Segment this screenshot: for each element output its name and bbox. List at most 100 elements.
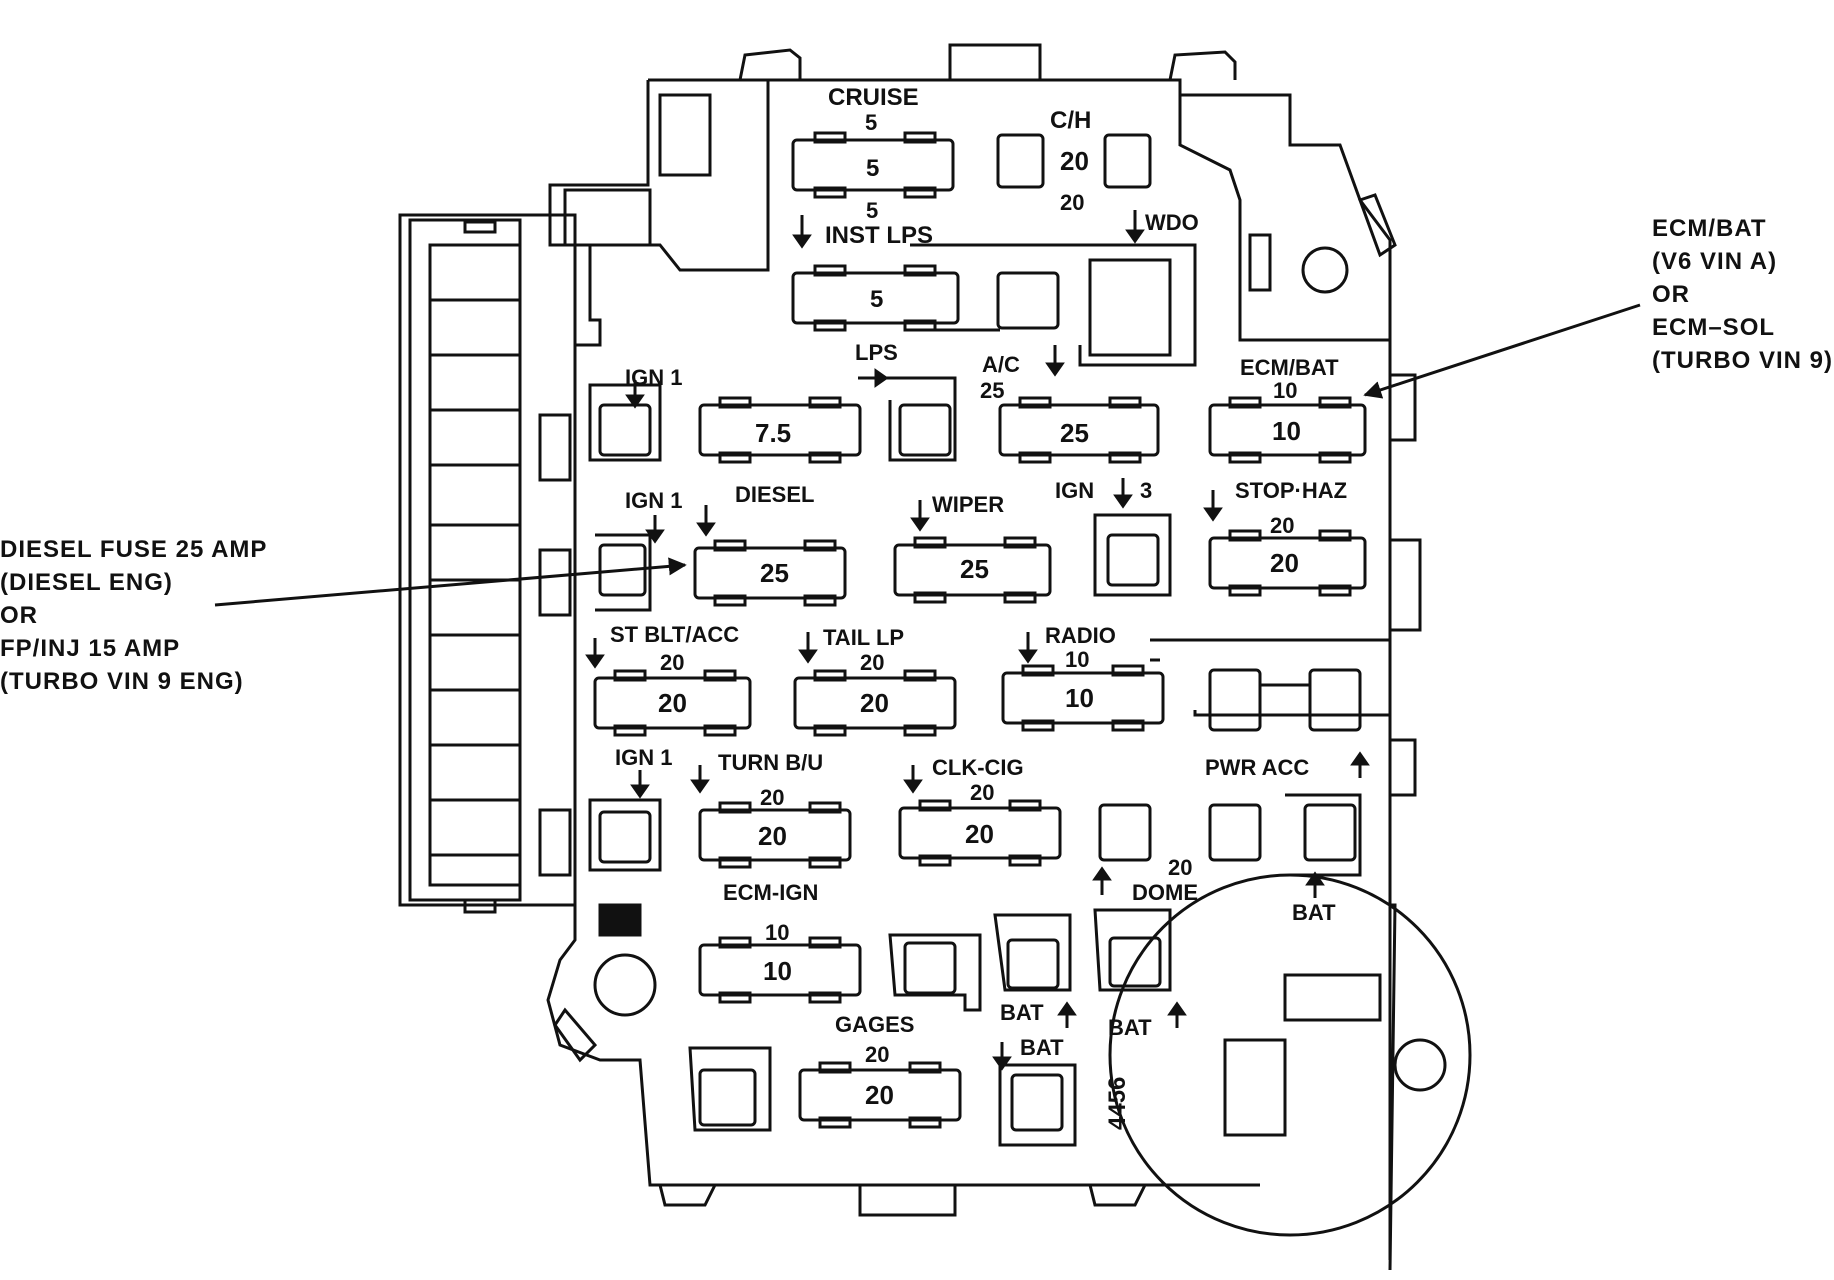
stop-haz-label: STOP·HAZ <box>1235 478 1347 503</box>
tail-lp-value: 20 <box>860 688 889 718</box>
inst-lps-label: INST LPS <box>825 222 933 249</box>
gages-label: GAGES <box>835 1012 914 1037</box>
arrow-down-icon <box>645 529 665 544</box>
ign1-c-label: IGN 1 <box>615 745 672 770</box>
ign3-number: 3 <box>1140 478 1152 503</box>
gages-value: 20 <box>865 1080 894 1110</box>
ac-rating: 25 <box>980 378 1004 403</box>
cruise-label: CRUISE <box>828 84 919 111</box>
ign1-a-label: IGN 1 <box>625 365 682 390</box>
callout-line: FP/INJ 15 AMP <box>0 635 181 662</box>
wdo-label: WDO <box>1145 210 1199 235</box>
diesel-label: DIESEL <box>735 482 814 507</box>
wiper-value: 25 <box>960 554 989 584</box>
fuse-shapes <box>588 131 1390 1147</box>
callout-line: (V6 VIN A) <box>1652 248 1778 275</box>
stop-haz-value: 20 <box>1270 548 1299 578</box>
ecm-ign-label: ECM-IGN <box>723 880 818 905</box>
pwr-acc-label: PWR ACC <box>1205 755 1309 780</box>
arrow-down-icon <box>696 522 716 537</box>
inst-lps-value: 5 <box>870 286 883 313</box>
radio-rating: 10 <box>1065 647 1089 672</box>
arrow-down-icon <box>1018 649 1038 664</box>
fuse-7-5-value: 7.5 <box>755 418 791 448</box>
turn-bu-value: 20 <box>758 821 787 851</box>
arrow-up-icon <box>1305 871 1325 886</box>
arrow-down-icon <box>1113 494 1133 509</box>
callout-line: (TURBO VIN 9) <box>1652 347 1833 374</box>
callout-line: (DIESEL ENG) <box>0 569 173 596</box>
bat-right-label: BAT <box>1292 900 1336 925</box>
ecm-bat-value: 10 <box>1272 416 1301 446</box>
radio-value: 10 <box>1065 683 1094 713</box>
ign3-label: IGN <box>1055 478 1094 503</box>
ecm-ign-rating: 10 <box>765 920 789 945</box>
stop-haz-rating: 20 <box>1270 513 1294 538</box>
radio-label: RADIO <box>1045 623 1116 648</box>
feed-arrows <box>585 210 1370 1071</box>
arrow-down-icon <box>910 517 930 532</box>
st-blt-label: ST BLT/ACC <box>610 622 739 647</box>
bat-b-label: BAT <box>1108 1015 1152 1040</box>
callout-line: ECM–SOL <box>1652 314 1776 341</box>
ac-label: A/C <box>982 352 1020 377</box>
turn-bu-rating: 20 <box>760 785 784 810</box>
diesel-fuse-leader-arrow <box>214 557 687 607</box>
arrow-down-icon <box>1045 362 1065 377</box>
arrow-down-icon <box>1125 229 1145 244</box>
callout-line: ECM/BAT <box>1652 215 1767 242</box>
arrow-up-icon <box>1092 866 1112 881</box>
clk-cig-value: 20 <box>965 819 994 849</box>
callout-line: OR <box>1652 281 1690 308</box>
clk-cig-rating: 20 <box>970 780 994 805</box>
callout-line: DIESEL FUSE 25 AMP <box>0 536 268 563</box>
cruise-rating: 5 <box>865 110 877 135</box>
ecm-bat-callout: ECM/BAT (V6 VIN A) OR ECM–SOL (TURBO VIN… <box>1652 212 1833 377</box>
ch-rating: 20 <box>1060 190 1084 215</box>
ecm-bat-rating: 10 <box>1273 378 1297 403</box>
clk-cig-label: CLK-CIG <box>932 755 1024 780</box>
arrow-down-icon <box>903 779 923 794</box>
wiper-label: WIPER <box>932 492 1004 517</box>
fuse-labels: CRUISE 5 5 5 C/H 20 20 INST LPS 5 WDO IG… <box>610 84 1347 1130</box>
fuse-panel-housing <box>398 43 1472 1271</box>
ign1-b-label: IGN 1 <box>625 488 682 513</box>
ch-value: 20 <box>1060 146 1089 176</box>
diesel-fuse-callout: DIESEL FUSE 25 AMP (DIESEL ENG) OR FP/IN… <box>0 533 267 698</box>
arrow-down-icon <box>792 234 812 249</box>
dome-rating: 20 <box>1168 855 1192 880</box>
ch-label: C/H <box>1050 107 1091 134</box>
callout-leaders <box>214 303 1641 607</box>
arrow-down-icon <box>1203 507 1223 522</box>
callout-line: OR <box>0 602 38 629</box>
diesel-value: 25 <box>760 558 789 588</box>
arrow-down-icon <box>690 779 710 794</box>
ecm-ign-value: 10 <box>763 956 792 986</box>
arrow-up-icon <box>1167 1001 1187 1016</box>
lps-label: LPS <box>855 340 898 365</box>
gages-rating: 20 <box>865 1042 889 1067</box>
st-blt-value: 20 <box>658 688 687 718</box>
tail-lp-label: TAIL LP <box>823 625 904 650</box>
bat-c-label: BAT <box>1020 1035 1064 1060</box>
arrow-down-icon <box>798 649 818 664</box>
arrow-down-icon <box>585 654 605 669</box>
figure-number: 4456 <box>1104 1077 1131 1130</box>
ecm-bat-leader-arrow <box>1363 303 1641 399</box>
arrow-down-icon <box>625 394 645 409</box>
arrow-up-icon <box>1057 1001 1077 1016</box>
arrow-down-icon <box>992 1056 1012 1071</box>
ac-value: 25 <box>1060 418 1089 448</box>
callout-line: (TURBO VIN 9 ENG) <box>0 668 244 695</box>
bat-a-label: BAT <box>1000 1000 1044 1025</box>
arrow-down-icon <box>630 784 650 799</box>
turn-bu-label: TURN B/U <box>718 750 823 775</box>
dome-label: DOME <box>1132 880 1198 905</box>
arrow-up-icon <box>1350 751 1370 766</box>
cruise-fuse-value: 5 <box>866 155 879 182</box>
cruise-lower-rating: 5 <box>866 198 878 223</box>
arrow-right-icon <box>874 368 889 388</box>
ecm-bat-label: ECM/BAT <box>1240 355 1339 380</box>
tail-lp-rating: 20 <box>860 650 884 675</box>
